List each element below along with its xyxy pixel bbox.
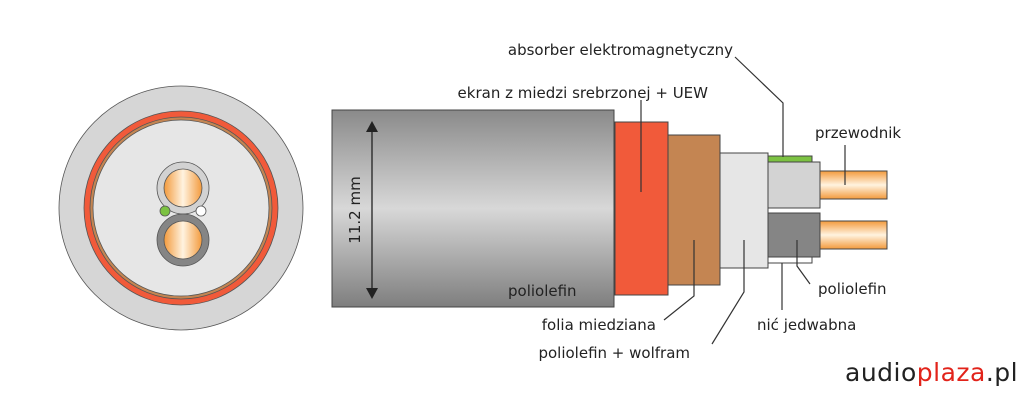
label-absorber: absorber elektromagnetyczny: [508, 41, 733, 59]
label-przewodnik: przewodnik: [815, 124, 901, 142]
logo-plaza: plaza: [916, 358, 986, 387]
diameter-arrow: [366, 121, 378, 299]
label-poliolefin-jacket: poliolefin: [508, 282, 577, 300]
audioplaza-logo: audioplaza.pl: [845, 358, 1018, 387]
conductor-top: [819, 170, 888, 200]
label-nic: nić jedwabna: [757, 316, 856, 334]
inner-insulation-bottom: [767, 212, 821, 258]
side-view: [331, 109, 888, 308]
outer-jacket: [331, 109, 615, 308]
label-poliolefin-wolfram: poliolefin + wolfram: [538, 344, 690, 362]
leader-lines: [640, 56, 846, 345]
label-ekran: ekran z miedzi srebrzonej + UEW: [458, 84, 709, 102]
diameter-label: 11.2 mm: [346, 176, 364, 243]
conductor-bottom: [819, 220, 888, 250]
label-folia: folia miedziana: [542, 316, 656, 334]
silk-thread: [767, 256, 813, 264]
logo-pl: .pl: [985, 358, 1019, 387]
label-poliolefin-inner: poliolefin: [818, 280, 887, 298]
cross-section: [58, 85, 304, 331]
inner-insulation-top: [767, 161, 821, 209]
absorber-strip: [767, 155, 813, 163]
logo-audio: audio: [845, 358, 917, 387]
